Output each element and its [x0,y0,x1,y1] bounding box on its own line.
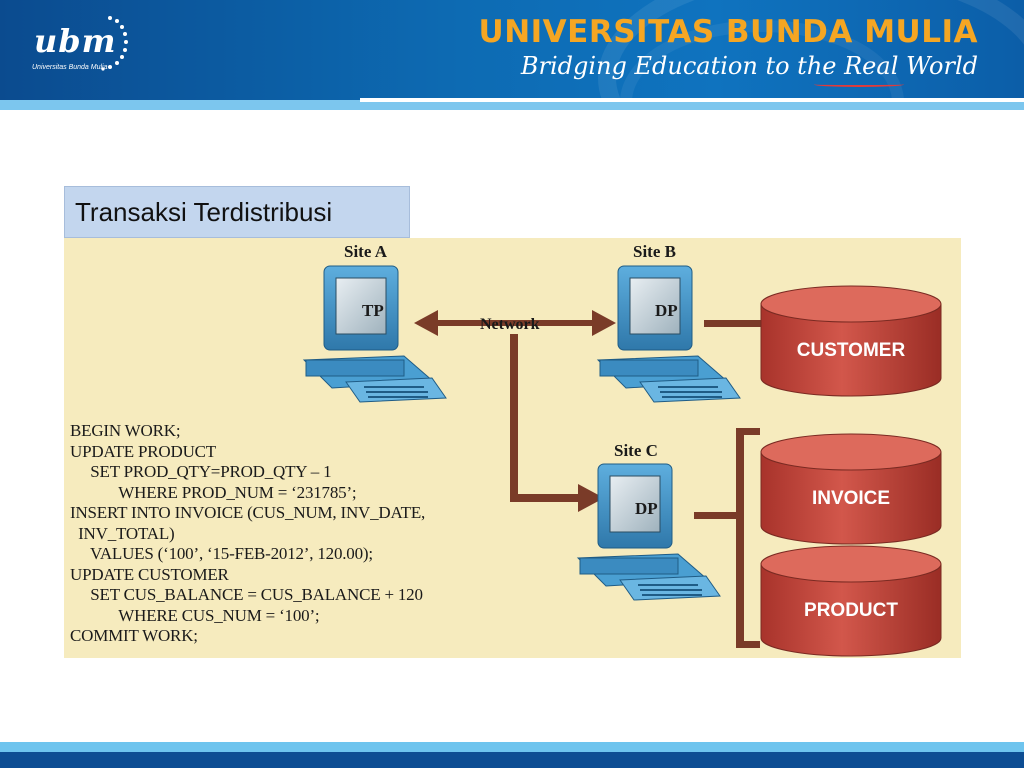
site-a-screen-label: TP [362,301,384,320]
sql-line: SET PROD_QTY=PROD_QTY – 1 [70,462,332,481]
distributed-transaction-diagram: Site A Site B Site C Network TP DP DP CU… [64,238,961,658]
sql-line: VALUES (‘100’, ‘15-FEB-2012’, 120.00); [70,544,373,563]
sql-line: UPDATE CUSTOMER [70,564,229,584]
tagline-underline [814,82,904,87]
university-tagline: Bridging Education to the Real World [520,52,978,80]
footer-stripe [0,742,1024,752]
sql-line: UPDATE PRODUCT [70,441,216,461]
site-c-label: Site C [614,441,658,460]
network-lines [414,310,766,648]
header-stripe [360,98,1024,102]
site-c-screen-label: DP [635,499,658,518]
invoice-db-label: INVOICE [812,488,890,509]
university-name: UNIVERSITAS BUNDA MULIA [478,14,978,50]
site-a-label: Site A [344,242,388,261]
footer-bar [0,752,1024,768]
sql-line: BEGIN WORK; [70,421,181,440]
slide-title: Transaksi Terdistribusi [64,186,410,238]
sql-line: SET CUS_BALANCE = CUS_BALANCE + 120 [70,585,423,604]
sql-line: INSERT INTO INVOICE (CUS_NUM, INV_DATE, [70,503,426,522]
sql-line: WHERE PROD_NUM = ‘231785’; [70,482,357,502]
sql-line: COMMIT WORK; [70,626,198,645]
header-banner: ubm Universitas Bunda Mulia UNIVERSITAS … [0,0,1024,100]
network-label: Network [480,316,540,333]
sql-line: INV_TOTAL) [70,523,175,543]
customer-db-label: CUSTOMER [797,340,906,361]
ubm-logo: ubm Universitas Bunda Mulia [28,14,128,84]
logo-text: ubm [34,22,117,60]
diagram-graphics: Site A Site B Site C Network TP DP DP CU… [302,242,942,657]
database-icon [760,285,942,657]
site-b-screen-label: DP [655,301,678,320]
sql-line: WHERE CUS_NUM = ‘100’; [70,605,320,625]
header-stripe [0,100,1024,110]
logo-subtitle: Universitas Bunda Mulia [32,64,108,71]
site-b-label: Site B [633,242,676,261]
computer-icon [302,265,741,601]
sql-transaction-code: BEGIN WORK;UPDATE PRODUCT SET PROD_QTY=P… [70,421,425,647]
logo-dots-icon [101,16,128,71]
product-db-label: PRODUCT [804,600,898,621]
